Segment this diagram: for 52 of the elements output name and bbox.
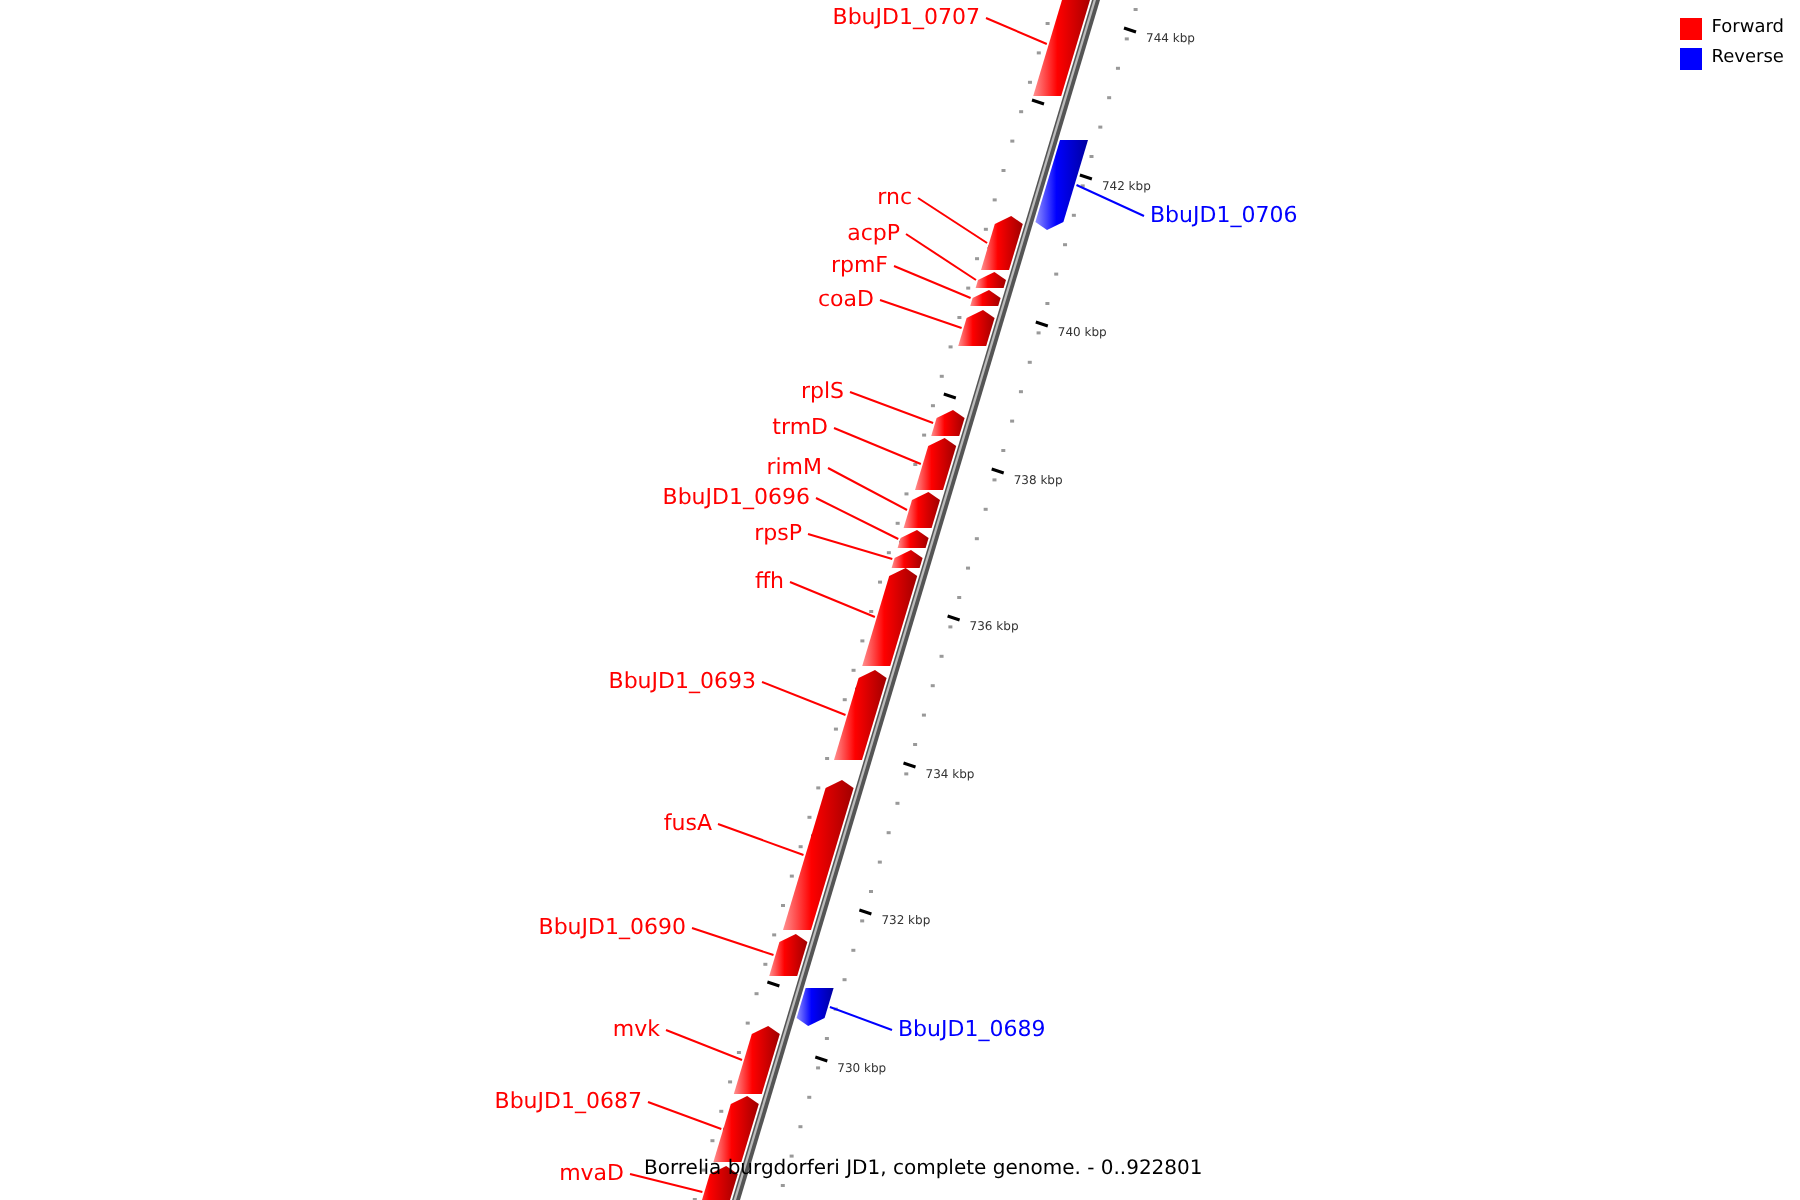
gene-label: acpP [847, 218, 900, 250]
gene-label: mvk [612, 1014, 660, 1046]
gene-feature-block [733, 1026, 780, 1094]
gene-feature-block [958, 310, 995, 346]
gene-label: BbuJD1_0690 [538, 912, 686, 944]
gene-label: BbuJD1_0689 [898, 1014, 1046, 1046]
gene-label: rplS [800, 376, 844, 408]
leader-line [905, 233, 977, 281]
leader-line [807, 533, 894, 560]
leader-line [629, 1173, 704, 1193]
gene-label: BbuJD1_0693 [608, 666, 756, 698]
leader-line [665, 1029, 743, 1061]
gene-feature-block [970, 290, 1001, 306]
gene-feature-block [931, 410, 965, 436]
leader-line [815, 497, 900, 540]
leader-line [827, 467, 908, 511]
gene-label: rpmF [830, 250, 888, 282]
gene-label: BbuJD1_0687 [494, 1086, 642, 1118]
gene-label: trmD [772, 412, 828, 444]
leader-line [647, 1101, 723, 1130]
gene-feature-block [834, 670, 887, 760]
gene-label: BbuJD1_0707 [832, 2, 980, 34]
gene-label: coaD [818, 284, 874, 316]
leader-line [879, 299, 963, 329]
gene-feature-block [1033, 0, 1094, 96]
gene-label: rnc [877, 182, 912, 214]
legend-label: Reverse [1711, 46, 1784, 72]
gene-label: mvaD [559, 1158, 624, 1190]
leader-line [717, 823, 805, 856]
leader-line [691, 927, 775, 956]
gene-label: fusA [663, 808, 712, 840]
leader-line [1075, 184, 1145, 217]
leader-line [828, 1006, 893, 1031]
leader-line [761, 681, 847, 716]
legend-label: Forward [1711, 16, 1784, 42]
gene-feature-block [713, 1096, 759, 1162]
gene-label: ffh [754, 566, 784, 598]
leader-line [789, 581, 876, 618]
leader-line [893, 265, 972, 299]
gene-feature-block [796, 988, 834, 1026]
gene-feature-block [769, 934, 808, 976]
gene-label: rimM [766, 452, 822, 484]
gene-feature-block [862, 568, 918, 666]
gene-label: BbuJD1_0696 [662, 482, 810, 514]
leader-line [849, 391, 935, 424]
leader-line [985, 17, 1048, 45]
gene-label: BbuJD1_0706 [1150, 200, 1298, 232]
leader-line [833, 427, 922, 465]
gene-feature-block [783, 780, 854, 930]
gene-label: rpsP [754, 518, 802, 550]
leader-line [917, 197, 989, 244]
gene-feature-block [1035, 140, 1088, 230]
